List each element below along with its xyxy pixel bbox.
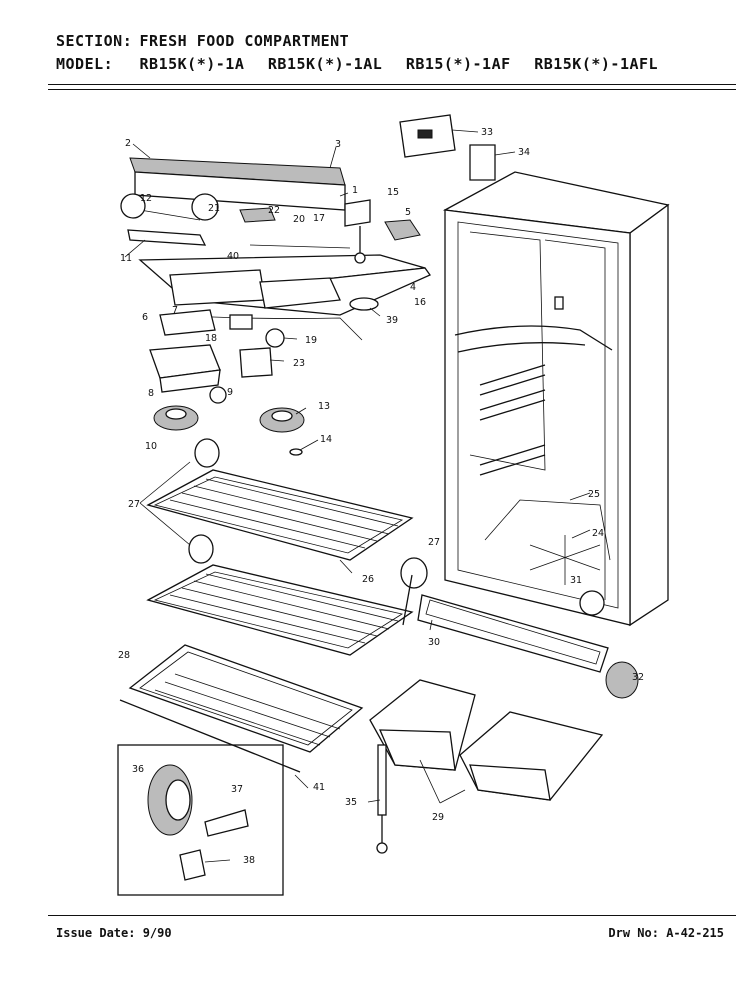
- callout-15: 15: [387, 187, 399, 198]
- callout-10: 10: [145, 441, 157, 452]
- callout-26: 26: [362, 574, 374, 585]
- callout-14: 14: [320, 434, 332, 445]
- callout-30: 30: [428, 637, 440, 648]
- crisper-drawers: [369, 679, 604, 801]
- model-number-4: RB15K(*)-1AFL: [534, 55, 659, 73]
- shelf-leader: [402, 574, 413, 626]
- callout-40: 40: [227, 251, 239, 262]
- thermostat-and-knobs: [149, 344, 305, 456]
- callout-11: 11: [120, 253, 132, 264]
- leader-lines: [124, 129, 591, 863]
- model-label: MODEL:: [56, 55, 114, 73]
- model-line: MODEL: RB15K(*)-1A RB15K(*)-1AL RB15(*)-…: [56, 55, 672, 73]
- model-number-2: RB15K(*)-1AL: [267, 55, 383, 73]
- section-label: SECTION:: [56, 32, 133, 50]
- callouts: 1 2 3 4 5 6 7 8 9 10 11 12 13 14 15 16 1…: [118, 127, 644, 866]
- callout-13: 13: [318, 401, 330, 412]
- callout-41: 41: [313, 782, 325, 793]
- callout-20: 20: [293, 214, 305, 225]
- callout-23: 23: [293, 358, 305, 369]
- callout-32: 32: [632, 672, 644, 683]
- callout-12: 12: [140, 193, 152, 204]
- callout-2: 2: [125, 138, 131, 149]
- callout-35: 35: [345, 797, 357, 808]
- callout-27-left: 27: [128, 499, 140, 510]
- header-rule-bottom: [48, 89, 736, 90]
- wire-shelf-upper: [146, 469, 414, 561]
- callout-16: 16: [414, 297, 426, 308]
- callout-8: 8: [148, 388, 154, 399]
- callout-31: 31: [570, 575, 582, 586]
- callout-6: 6: [142, 312, 148, 323]
- callout-37: 37: [231, 784, 243, 795]
- drawing-number: Drw No: A-42-215: [608, 926, 724, 940]
- callout-22: 22: [268, 205, 280, 216]
- callout-3: 3: [335, 139, 341, 150]
- issue-date: Issue Date: 9/90: [56, 926, 172, 940]
- header-rule-top: [48, 84, 736, 85]
- cabinet-liner: [442, 171, 670, 627]
- callout-9: 9: [227, 387, 233, 398]
- wire-shelf-lower: [146, 564, 414, 656]
- callout-33: 33: [481, 127, 493, 138]
- model-number-1: RB15K(*)-1A: [139, 55, 245, 73]
- callout-39: 39: [386, 315, 398, 326]
- callout-5: 5: [405, 207, 411, 218]
- callout-36: 36: [132, 764, 144, 775]
- callout-1: 1: [352, 185, 358, 196]
- bottom-grille: [417, 590, 639, 699]
- control-housing: [120, 114, 496, 348]
- wheel-inset: [117, 744, 284, 896]
- callout-28: 28: [118, 650, 130, 661]
- model-number-3: RB15(*)-1AF: [405, 55, 511, 73]
- section-title: FRESH FOOD COMPARTMENT: [139, 32, 350, 50]
- callout-4: 4: [410, 282, 416, 293]
- callout-27-right: 27: [428, 537, 440, 548]
- footer-rule: [48, 915, 736, 916]
- callout-7: 7: [172, 305, 178, 316]
- callout-24: 24: [592, 528, 604, 539]
- callout-17: 17: [313, 213, 325, 224]
- callout-29: 29: [432, 812, 444, 823]
- callout-25: 25: [588, 489, 600, 500]
- section-line: SECTION: FRESH FOOD COMPARTMENT: [56, 32, 349, 50]
- shelf-glides: [139, 438, 428, 589]
- misc-parts: [376, 744, 388, 854]
- callout-19: 19: [305, 335, 317, 346]
- callout-18: 18: [205, 333, 217, 344]
- callout-21: 21: [208, 203, 220, 214]
- crisper-cover: [119, 644, 364, 773]
- callout-34: 34: [518, 147, 530, 158]
- callout-38: 38: [243, 855, 255, 866]
